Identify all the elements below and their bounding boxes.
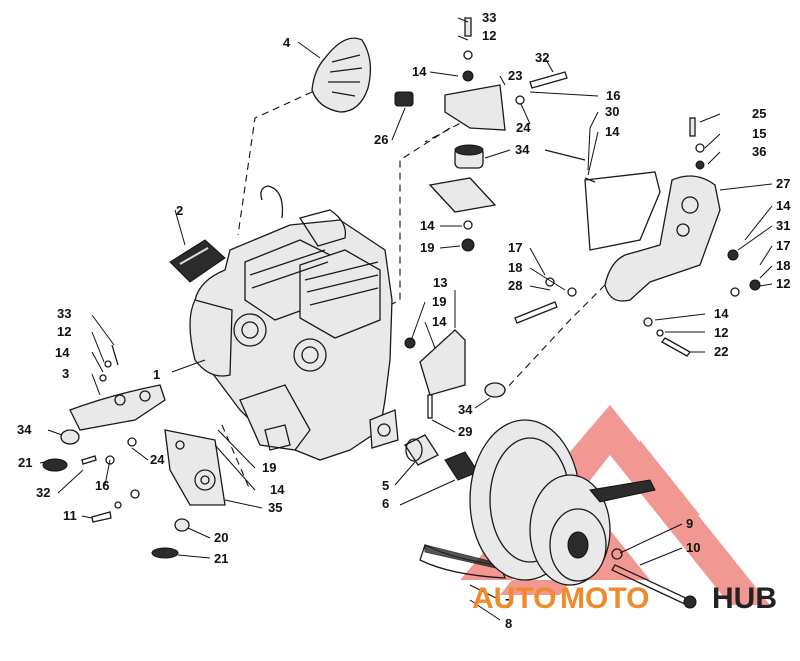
callout-24-b: 24 — [150, 452, 165, 467]
drive-clutch — [419, 419, 697, 609]
callout-14-h: 14 — [270, 482, 285, 497]
callout-12-d: 12 — [776, 276, 790, 291]
callout-16-b: 16 — [95, 478, 109, 493]
watermark-auto: AUTO — [472, 582, 556, 615]
right-bracket-assembly — [514, 117, 761, 357]
callout-28: 28 — [508, 278, 522, 293]
callout-19-a: 19 — [420, 240, 434, 255]
callout-17-b: 17 — [776, 238, 790, 253]
callout-26: 26 — [374, 132, 388, 147]
callout-21-a: 21 — [18, 455, 32, 470]
callout-14-c: 14 — [420, 218, 435, 233]
callout-12-b: 12 — [57, 324, 71, 339]
callout-36: 36 — [752, 144, 766, 159]
left-mount-bracket — [42, 344, 166, 523]
recoil-starter-cover — [311, 37, 414, 113]
callout-14-d: 14 — [776, 198, 791, 213]
lower-mount-bracket — [151, 429, 226, 559]
callout-6: 6 — [382, 496, 389, 511]
callout-34-a: 34 — [515, 142, 530, 157]
callout-14-a: 14 — [412, 64, 427, 79]
callout-14-g: 14 — [55, 345, 70, 360]
callout-27: 27 — [776, 176, 790, 191]
callout-22: 22 — [714, 344, 728, 359]
watermark-hub: HUB — [712, 582, 777, 615]
callout-labels: 1 2 3 4 5 6 7 8 9 10 11 12 12 12 12 13 1… — [17, 10, 791, 631]
callout-7: 7 — [505, 596, 512, 611]
callout-15: 15 — [752, 126, 766, 141]
callout-31: 31 — [776, 218, 790, 233]
top-mount-assembly — [428, 17, 568, 252]
callout-25: 25 — [752, 106, 766, 121]
watermark-text: AUTO MOTO HUB — [472, 582, 777, 615]
callout-1: 1 — [153, 367, 160, 382]
callout-12-a: 12 — [482, 28, 496, 43]
callout-19-c: 19 — [262, 460, 276, 475]
callout-35: 35 — [268, 500, 282, 515]
callout-4: 4 — [283, 35, 291, 50]
callout-21-b: 21 — [214, 551, 228, 566]
callout-16-a: 16 — [606, 88, 620, 103]
watermark-logo — [460, 405, 770, 605]
center-mount-bracket — [404, 329, 506, 419]
callout-leaders — [39, 17, 773, 621]
callout-11: 11 — [63, 508, 77, 523]
callout-10: 10 — [686, 540, 700, 555]
callout-17-a: 17 — [508, 240, 522, 255]
callout-34-c: 34 — [17, 422, 32, 437]
callout-19-b: 19 — [432, 294, 446, 309]
callout-24-a: 24 — [516, 120, 531, 135]
decal — [169, 239, 226, 283]
callout-32-a: 32 — [535, 50, 549, 65]
callout-23: 23 — [508, 68, 522, 83]
drive-spacers — [404, 434, 479, 481]
callout-20: 20 — [214, 530, 228, 545]
callout-5: 5 — [382, 478, 389, 493]
engine-block — [189, 185, 399, 461]
callout-14-f: 14 — [714, 306, 729, 321]
callout-34-b: 34 — [458, 402, 473, 417]
callout-13: 13 — [433, 275, 447, 290]
callout-18-b: 18 — [776, 258, 790, 273]
callout-9: 9 — [686, 516, 693, 531]
callout-33-a: 33 — [482, 10, 496, 25]
callout-14-b: 14 — [605, 124, 620, 139]
callout-2: 2 — [176, 203, 183, 218]
callout-32-b: 32 — [36, 485, 50, 500]
callout-14-e: 14 — [432, 314, 447, 329]
callout-29: 29 — [458, 424, 472, 439]
callout-30: 30 — [605, 104, 619, 119]
callout-12-c: 12 — [714, 325, 728, 340]
callout-33-b: 33 — [57, 306, 71, 321]
callout-8: 8 — [505, 616, 512, 631]
watermark-moto: MOTO — [560, 582, 649, 615]
callout-18-a: 18 — [508, 260, 522, 275]
callout-3: 3 — [62, 366, 69, 381]
